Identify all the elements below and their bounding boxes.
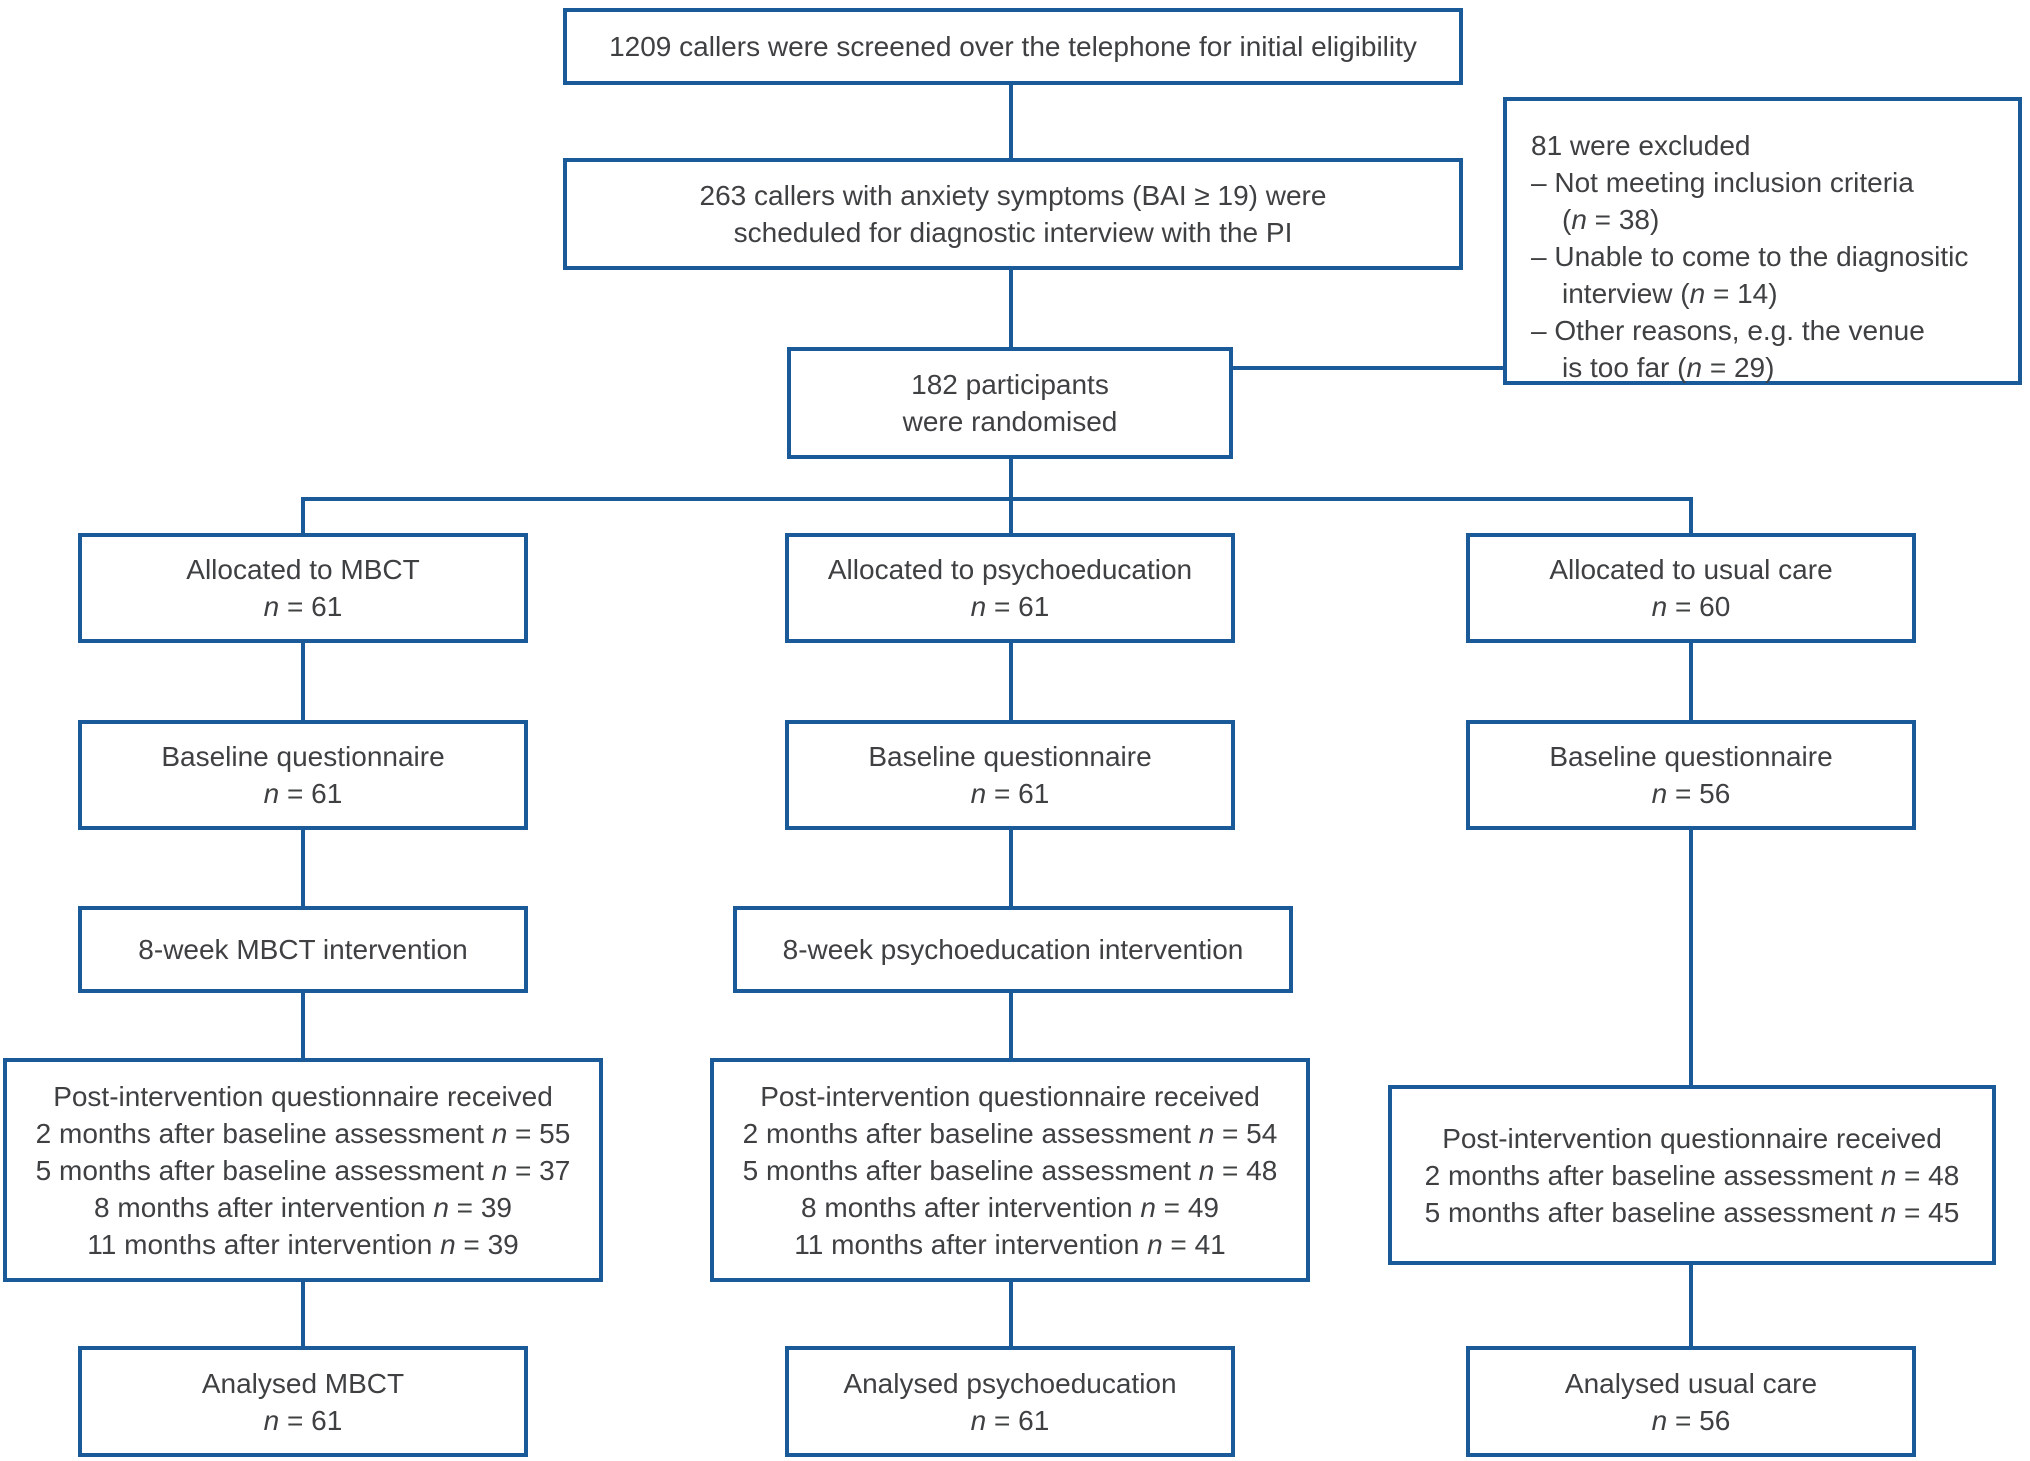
baseline-mbct-box: Baseline questionnaire n = 61: [78, 720, 528, 830]
connector-line: [1009, 643, 1013, 720]
allocated-n: n = 61: [970, 591, 1050, 622]
randomised-line2: were randomised: [902, 406, 1118, 437]
allocated-label: Allocated to psychoeducation: [827, 554, 1193, 585]
connector-line: [1689, 643, 1693, 720]
connector-line: [301, 643, 305, 720]
analysed-n: n = 56: [1651, 1404, 1731, 1436]
excluded-title: 81 were excluded: [1531, 130, 1751, 161]
allocated-mbct-box: Allocated to MBCT n = 61: [78, 533, 528, 643]
post-title: Post-intervention questionnaire received: [53, 1080, 553, 1112]
connector-line-excluded: [1233, 366, 1505, 370]
excluded-reason: – Unable to come to the diagnositic: [1531, 241, 1969, 272]
post-followup: 11 months after intervention n = 41: [794, 1228, 1226, 1260]
allocated-usual-care-box: Allocated to usual care n = 60: [1466, 533, 1916, 643]
post-followup: 11 months after intervention n = 39: [87, 1228, 519, 1260]
intervention-psychoeducation-box: 8-week psychoeducation intervention: [733, 906, 1293, 993]
analysed-n: n = 61: [263, 1404, 343, 1436]
post-followup: 2 months after baseline assessment n = 5…: [742, 1117, 1278, 1149]
post-followup: 8 months after intervention n = 39: [94, 1191, 512, 1223]
post-questionnaire-psychoeducation-box: Post-intervention questionnaire received…: [710, 1058, 1310, 1282]
post-followup: 5 months after baseline assessment n = 4…: [1424, 1196, 1960, 1228]
excluded-reason: – Other reasons, e.g. the venue: [1531, 315, 1925, 346]
baseline-n: n = 56: [1651, 778, 1731, 809]
post-followup: 2 months after baseline assessment n = 4…: [1424, 1159, 1960, 1191]
intervention-label: 8-week psychoeducation intervention: [782, 934, 1244, 965]
post-followup: 5 months after baseline assessment n = 3…: [35, 1154, 571, 1186]
connector-line: [1009, 85, 1013, 158]
post-questionnaire-usual-care-box: Post-intervention questionnaire received…: [1388, 1085, 1996, 1265]
analysed-label: Analysed psychoeducation: [843, 1367, 1177, 1399]
baseline-label: Baseline questionnaire: [868, 741, 1152, 772]
screened-box: 1209 callers were screened over the tele…: [563, 8, 1463, 85]
baseline-n: n = 61: [263, 778, 343, 809]
connector-line: [301, 499, 305, 533]
intervention-mbct-box: 8-week MBCT intervention: [78, 906, 528, 993]
post-followup: 2 months after baseline assessment n = 5…: [35, 1117, 571, 1149]
baseline-psychoeducation-box: Baseline questionnaire n = 61: [785, 720, 1235, 830]
baseline-n: n = 61: [970, 778, 1050, 809]
scheduled-line2: scheduled for diagnostic interview with …: [733, 217, 1293, 248]
connector-line: [1009, 499, 1013, 533]
connector-line: [1009, 1282, 1013, 1346]
post-followup: 5 months after baseline assessment n = 4…: [742, 1154, 1278, 1186]
randomised-box: 182 participants were randomised: [787, 347, 1233, 459]
connector-line: [1009, 270, 1013, 347]
analysed-label: Analysed MBCT: [201, 1367, 405, 1399]
allocated-n: n = 61: [263, 591, 343, 622]
analysed-n: n = 61: [970, 1404, 1050, 1436]
excluded-reason-n: is too far (n = 29): [1562, 352, 1775, 383]
analysed-psychoeducation-box: Analysed psychoeducation n = 61: [785, 1346, 1235, 1457]
connector-line: [301, 830, 305, 906]
allocated-label: Allocated to usual care: [1549, 554, 1833, 585]
allocated-label: Allocated to MBCT: [186, 554, 420, 585]
post-followup: 8 months after intervention n = 49: [801, 1191, 1219, 1223]
connector-line: [1689, 830, 1693, 1085]
baseline-label: Baseline questionnaire: [1549, 741, 1833, 772]
scheduled-box: 263 callers with anxiety symptoms (BAI ≥…: [563, 158, 1463, 270]
analysed-label: Analysed usual care: [1564, 1367, 1818, 1399]
connector-line: [301, 1282, 305, 1346]
connector-line: [1009, 830, 1013, 906]
baseline-usual-care-box: Baseline questionnaire n = 56: [1466, 720, 1916, 830]
intervention-label: 8-week MBCT intervention: [138, 934, 468, 965]
post-title: Post-intervention questionnaire received: [1442, 1122, 1942, 1154]
baseline-label: Baseline questionnaire: [161, 741, 445, 772]
connector-line: [1689, 1265, 1693, 1346]
connector-line: [301, 993, 305, 1058]
post-questionnaire-mbct-box: Post-intervention questionnaire received…: [3, 1058, 603, 1282]
randomised-line1: 182 participants: [911, 369, 1109, 400]
distribution-line: [301, 497, 1693, 501]
allocated-psychoeducation-box: Allocated to psychoeducation n = 61: [785, 533, 1235, 643]
excluded-reason-n: (n = 38): [1562, 204, 1660, 235]
connector-line: [1009, 993, 1013, 1058]
screened-text: 1209 callers were screened over the tele…: [609, 31, 1417, 62]
connector-line: [1689, 499, 1693, 533]
excluded-reason: – Not meeting inclusion criteria: [1531, 167, 1914, 198]
excluded-reason-n: interview (n = 14): [1562, 278, 1778, 309]
scheduled-line1: 263 callers with anxiety symptoms (BAI ≥…: [699, 180, 1327, 211]
allocated-n: n = 60: [1651, 591, 1731, 622]
analysed-mbct-box: Analysed MBCT n = 61: [78, 1346, 528, 1457]
analysed-usual-care-box: Analysed usual care n = 56: [1466, 1346, 1916, 1457]
excluded-box: 81 were excluded – Not meeting inclusion…: [1503, 97, 2022, 385]
post-title: Post-intervention questionnaire received: [760, 1080, 1260, 1112]
connector-line: [1009, 459, 1013, 501]
